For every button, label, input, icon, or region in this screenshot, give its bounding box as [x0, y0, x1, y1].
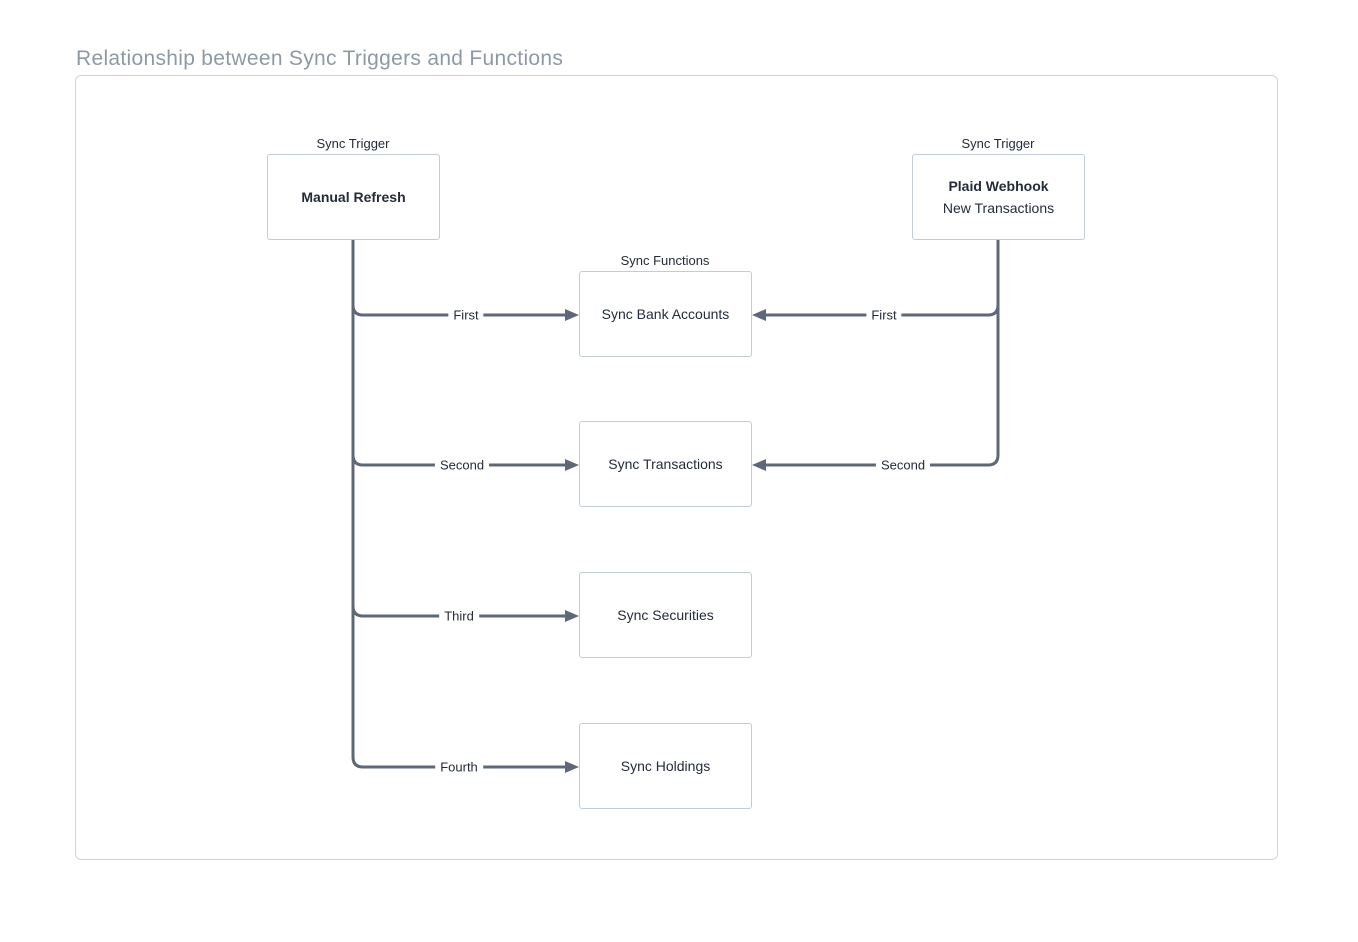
- function-node-sync-holdings: Sync Holdings: [579, 723, 752, 809]
- node-subtitle: New Transactions: [942, 199, 1055, 216]
- edge-label-manual-third: Third: [439, 607, 479, 625]
- node-title: Plaid Webhook: [948, 178, 1049, 195]
- page-title: Relationship between Sync Triggers and F…: [76, 47, 564, 70]
- edge-label-manual-second: Second: [434, 456, 490, 474]
- node-title: Manual Refresh: [301, 188, 406, 205]
- function-node-sync-transactions: Sync Transactions: [579, 421, 752, 507]
- edge-label-manual-first: First: [448, 306, 484, 324]
- function-node-sync-securities: Sync Securities: [579, 572, 752, 658]
- function-node-sync-bank-accounts: Sync Bank Accounts: [579, 271, 752, 357]
- section-label-sync-trigger-right: Sync Trigger: [961, 136, 1035, 151]
- section-label-sync-functions: Sync Functions: [620, 253, 710, 268]
- node-title: Sync Transactions: [608, 455, 723, 472]
- node-title: Sync Holdings: [620, 757, 711, 774]
- trigger-node-manual-refresh: Manual Refresh: [267, 154, 440, 240]
- section-label-sync-trigger-left: Sync Trigger: [316, 136, 390, 151]
- node-title: Sync Securities: [617, 606, 714, 623]
- edge-label-plaid-first: First: [866, 306, 902, 324]
- edge-label-plaid-second: Second: [875, 456, 931, 474]
- node-title: Sync Bank Accounts: [601, 305, 730, 322]
- edge-label-manual-fourth: Fourth: [435, 758, 483, 776]
- trigger-node-plaid-webhook: Plaid Webhook New Transactions: [912, 154, 1085, 240]
